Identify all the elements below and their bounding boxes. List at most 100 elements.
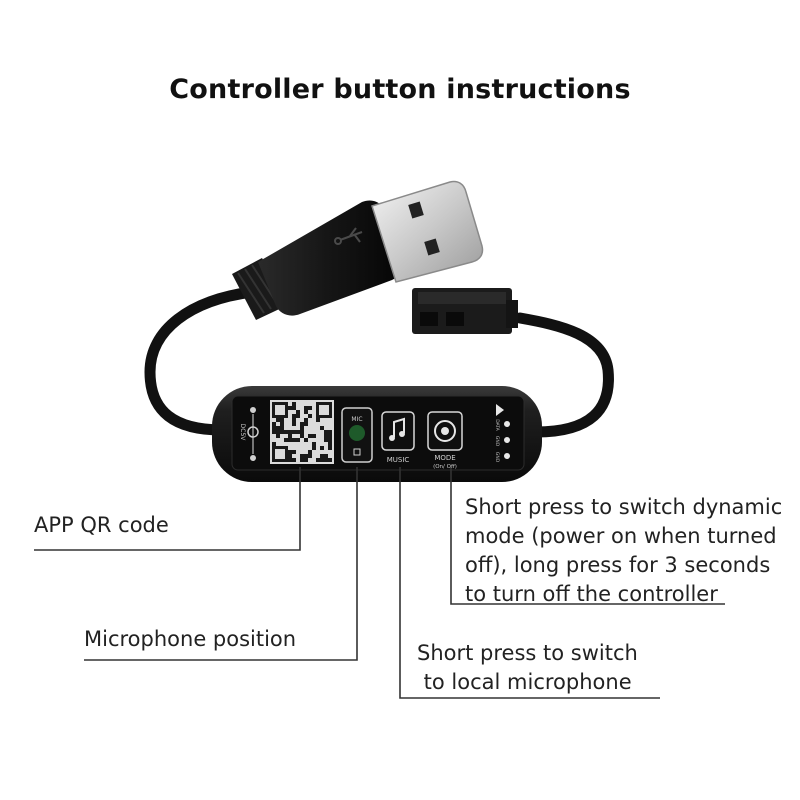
label-app-qr-code: APP QR code [34, 513, 169, 537]
qr-module [292, 458, 296, 462]
qr-module [324, 434, 328, 438]
qr-module [288, 454, 292, 458]
qr-module [292, 438, 296, 442]
qr-module [276, 426, 280, 430]
qr-module [304, 438, 308, 442]
qr-module [272, 430, 276, 434]
qr-module [288, 438, 292, 442]
print-mode-label: MODE [434, 454, 455, 462]
qr-module [284, 438, 288, 442]
qr-module [296, 414, 300, 418]
usb-metal-shell [371, 180, 484, 283]
qr-module [328, 438, 332, 442]
qr-module [308, 454, 312, 458]
qr-finder-inner [319, 405, 329, 415]
print-pin-label-0: DATA [494, 419, 500, 432]
label-mode-switch-line-1: Short press to switch dynamic [465, 495, 783, 519]
qr-module [304, 422, 308, 426]
label-mode-switch-line-4: to turn off the controller [465, 582, 718, 606]
qr-module [280, 426, 284, 430]
usb-contact-slot-1 [408, 201, 424, 219]
qr-module [308, 450, 312, 454]
qr-module [324, 458, 328, 462]
qr-module [280, 418, 284, 422]
label-local-microphone-line-2: to local microphone [417, 670, 632, 694]
qr-module [320, 454, 324, 458]
qr-finder-inner [275, 449, 285, 459]
qr-module [300, 458, 304, 462]
cable-right [514, 312, 614, 438]
music-note-icon [393, 417, 405, 437]
callout-line-mode [450, 467, 725, 605]
qr-module [280, 430, 284, 434]
label-mode-switch: Short press to switch dynamic mode (powe… [465, 493, 782, 609]
callout-line-qr [34, 467, 301, 551]
callout-line-mic [84, 467, 358, 661]
qr-module [308, 406, 312, 410]
print-pin-label-2: GND [494, 452, 500, 463]
print-mic-label: MIC [351, 416, 362, 423]
callout-line-local-mic [399, 467, 660, 699]
qr-module [312, 446, 316, 450]
label-local-microphone: Short press to switch to local microphon… [417, 639, 638, 697]
qr-module [272, 422, 276, 426]
qr-module [272, 442, 276, 446]
qr-module [276, 418, 280, 422]
qr-module [312, 434, 316, 438]
print-mode-sub: (On/ Off) [433, 464, 457, 470]
qr-module [316, 418, 320, 422]
qr-module [280, 422, 284, 426]
qr-module [316, 458, 320, 462]
print-music-label: MUSIC [387, 456, 410, 464]
qr-module [324, 430, 328, 434]
qr-module [288, 430, 292, 434]
qr-finder-inner [275, 405, 285, 415]
dc-power-marking [247, 407, 259, 461]
qr-module [328, 442, 332, 446]
qr-module [304, 406, 308, 410]
qr-module [308, 414, 312, 418]
qr-module [328, 430, 332, 434]
qr-module [276, 430, 280, 434]
qr-module [324, 438, 328, 442]
mic-window [341, 407, 373, 463]
qr-module [304, 410, 308, 414]
qr-module [284, 430, 288, 434]
print-dc-label: DC5V [239, 424, 246, 442]
qr-code [270, 400, 334, 464]
controller-body [212, 386, 542, 482]
usb-contact-slot-2 [424, 238, 440, 256]
qr-module [300, 434, 304, 438]
qr-module [320, 446, 324, 450]
qr-module [300, 430, 304, 434]
label-mode-switch-line-2: mode (power on when turned [465, 524, 777, 548]
usb-logo [334, 227, 363, 245]
qr-module [308, 434, 312, 438]
qr-module [296, 410, 300, 414]
qr-module [300, 422, 304, 426]
label-microphone-position: Microphone position [84, 627, 297, 651]
qr-module [288, 406, 292, 410]
label-local-microphone-line-1: Short press to switch [417, 641, 638, 665]
qr-module [304, 458, 308, 462]
qr-module [320, 458, 324, 462]
label-mode-switch-line-3: off), long press for 3 seconds [465, 553, 771, 577]
music-button [381, 411, 415, 451]
qr-module [324, 454, 328, 458]
mode-button [427, 411, 463, 451]
qr-module [272, 426, 276, 430]
qr-module [292, 414, 296, 418]
pin-indicators [496, 404, 510, 459]
qr-module [292, 450, 296, 454]
qr-module [292, 418, 296, 422]
cycle-icon [434, 420, 456, 442]
callout-lines [34, 467, 725, 699]
qr-module [292, 402, 296, 406]
qr-module [276, 434, 280, 438]
triangle-icon [496, 404, 504, 416]
qr-module [300, 454, 304, 458]
qr-module [300, 426, 304, 430]
usb-plug-body [258, 200, 403, 316]
